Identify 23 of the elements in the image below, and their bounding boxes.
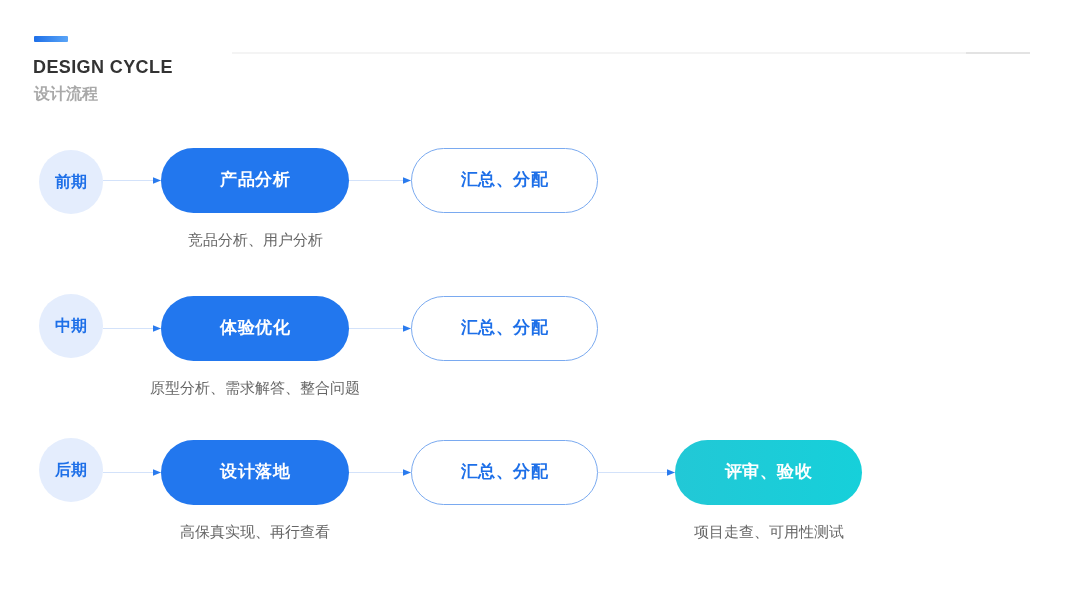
arrow [102,177,162,184]
step-label: 设计落地 [220,462,290,483]
title: DESIGN CYCLE [33,57,173,78]
step-note: 项目走查、可用性测试 [693,523,844,541]
arrow [597,469,676,476]
step-label: 评审、验收 [724,462,813,483]
step-note: 高保真实现、再行查看 [180,523,330,541]
phase-label: 前期 [54,172,88,192]
subtitle: 设计流程 [34,84,98,104]
step-label: 体验优化 [220,318,290,339]
arrow [348,177,412,184]
step-label: 汇总、分配 [460,170,549,191]
step-note: 竞品分析、用户分析 [187,231,323,249]
arrow [348,325,412,332]
step-label: 汇总、分配 [460,318,549,339]
arrow [102,469,162,476]
step-label: 汇总、分配 [460,462,549,483]
step-label: 产品分析 [220,170,290,191]
arrow [102,325,162,332]
step-note: 原型分析、需求解答、整合问题 [150,379,360,397]
phase-label: 中期 [54,316,88,336]
arrow [348,469,412,476]
phase-label: 后期 [54,460,88,480]
